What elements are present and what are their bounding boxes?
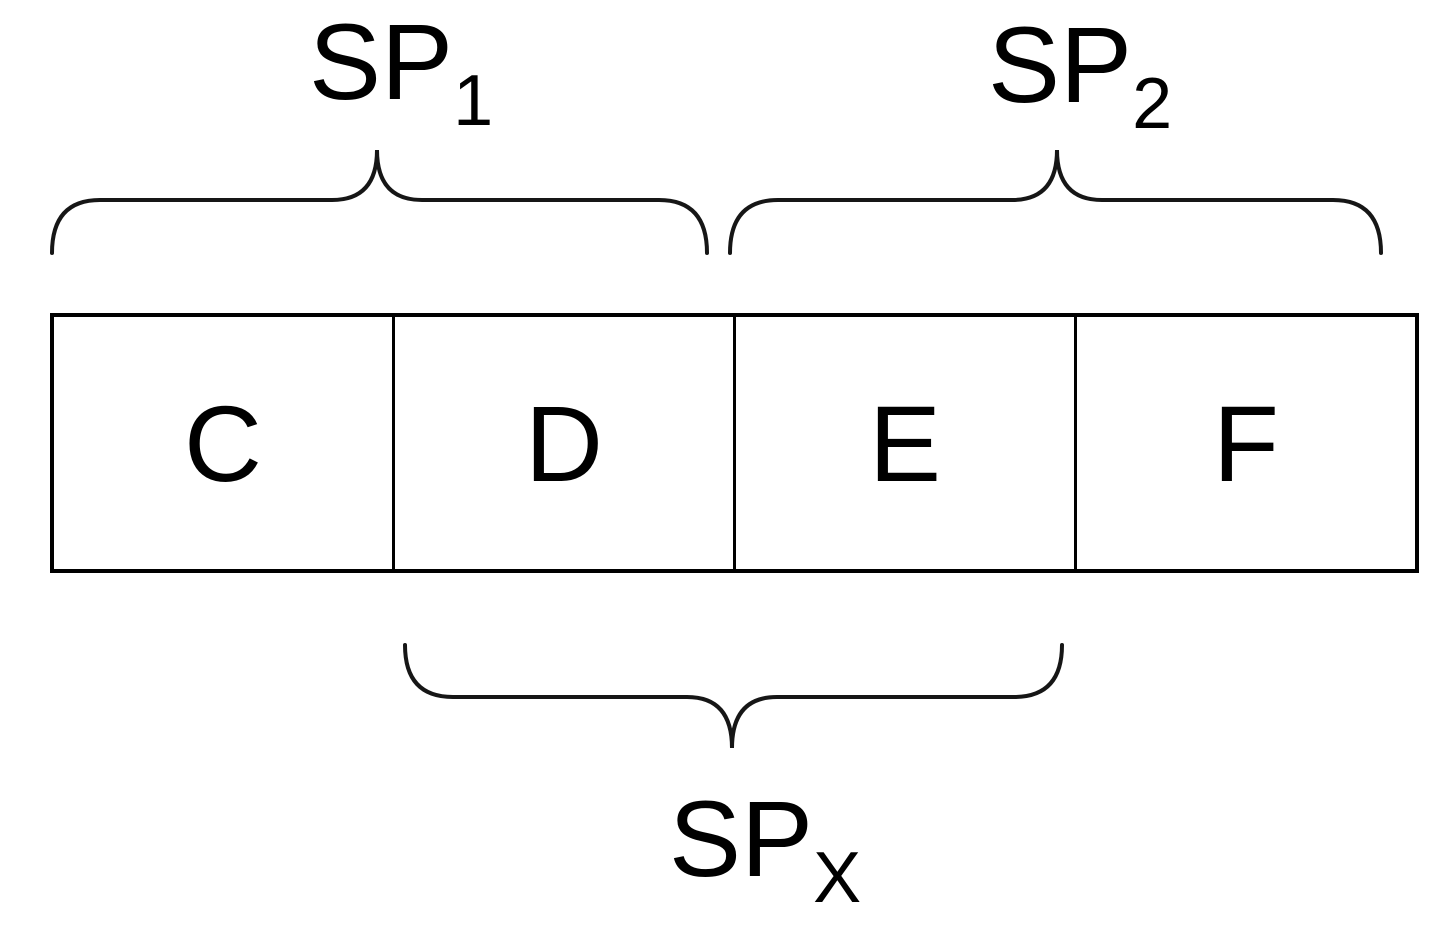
cell-d: D xyxy=(395,317,736,569)
label-spx-base: SP xyxy=(669,778,814,899)
spx-brace-icon xyxy=(403,643,1064,749)
label-sp1-subscript: 1 xyxy=(453,61,494,141)
label-sp2: SP2 xyxy=(988,11,1172,141)
sp1-brace-icon xyxy=(50,149,709,255)
label-sp2-base: SP xyxy=(988,4,1133,125)
label-sp1: SP1 xyxy=(309,8,493,138)
label-sp2-subscript: 2 xyxy=(1132,64,1173,144)
cell-c: C xyxy=(54,317,395,569)
cell-f: F xyxy=(1213,382,1279,504)
label-spx: SPX xyxy=(669,785,861,915)
label-spx-subscript: X xyxy=(813,838,862,918)
sp2-brace-icon xyxy=(728,149,1383,255)
cell-e: E xyxy=(736,317,1077,569)
segment-row: C D E F xyxy=(50,313,1419,573)
label-sp1-base: SP xyxy=(309,1,454,122)
